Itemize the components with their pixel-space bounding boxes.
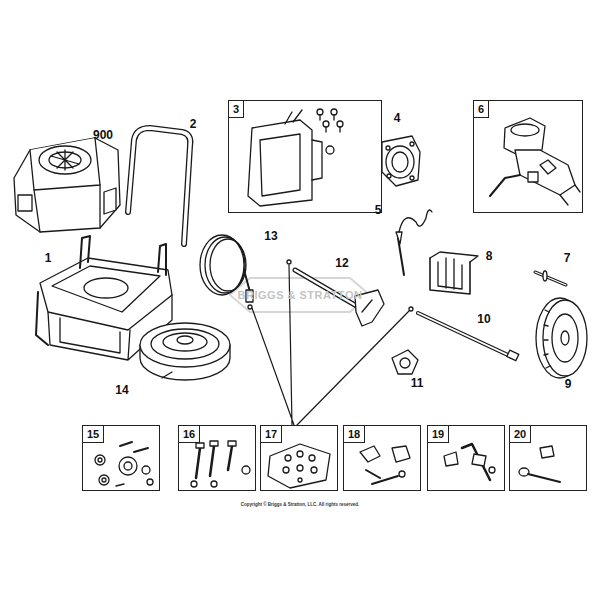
part-kit-box: 16 — [178, 425, 256, 491]
callout-number: 15 — [83, 426, 104, 443]
callout-number: 6 — [474, 101, 489, 118]
callout-number: 4 — [394, 112, 401, 125]
part-kit-box: 20 — [509, 425, 587, 491]
callout-number: 17 — [261, 426, 282, 443]
watermark: BRIGGS & STRATTON — [238, 289, 363, 302]
callout-number: 9 — [565, 378, 572, 391]
part-kit-box: 15 — [82, 425, 160, 491]
callout-number: 2 — [190, 118, 197, 131]
callout-number: 900 — [93, 129, 113, 142]
callout-number: 16 — [179, 426, 200, 443]
part-kit-box: 19 — [427, 425, 505, 491]
callout-number: 8 — [486, 250, 493, 263]
callout-number: 10 — [477, 313, 490, 326]
callout-number: 14 — [115, 384, 128, 397]
copyright-note: Copyright © Briggs & Stratton, LLC. All … — [241, 502, 360, 507]
part-kit-box: 17 — [260, 425, 338, 491]
callout-number: 12 — [335, 257, 348, 270]
callout-number: 20 — [510, 426, 531, 443]
part-kit-box: 18 — [343, 425, 421, 491]
part-kit-box: 6 — [473, 100, 583, 213]
callout-number: 3 — [229, 101, 244, 118]
callout-number: 13 — [264, 230, 277, 243]
callout-number: 7 — [564, 252, 571, 265]
callout-number: 19 — [428, 426, 449, 443]
callout-number: 1 — [45, 252, 52, 265]
callout-number: 11 — [411, 377, 424, 390]
callout-number: 5 — [375, 204, 382, 217]
callout-number: 18 — [344, 426, 365, 443]
part-kit-box: 3 — [228, 100, 382, 213]
